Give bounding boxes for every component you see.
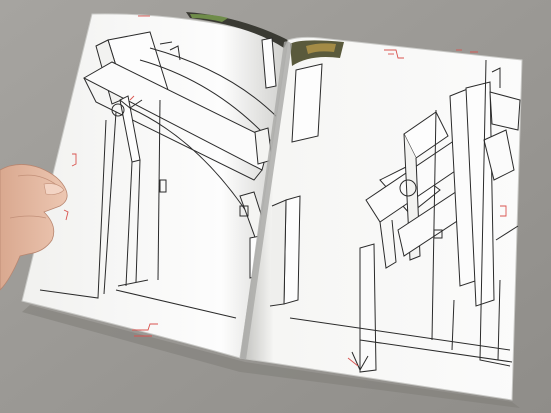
right-page-red-marks <box>347 49 507 367</box>
left-photo-strip <box>186 12 288 48</box>
left-page <box>21 12 289 359</box>
book-spine <box>240 41 292 360</box>
right-page <box>239 36 523 401</box>
hand <box>0 164 68 291</box>
left-page-red-marks <box>63 15 158 337</box>
right-page-drawing <box>269 59 521 373</box>
book-shadow <box>22 305 520 408</box>
thumbnail <box>43 183 65 195</box>
left-page-drawing <box>39 31 279 319</box>
